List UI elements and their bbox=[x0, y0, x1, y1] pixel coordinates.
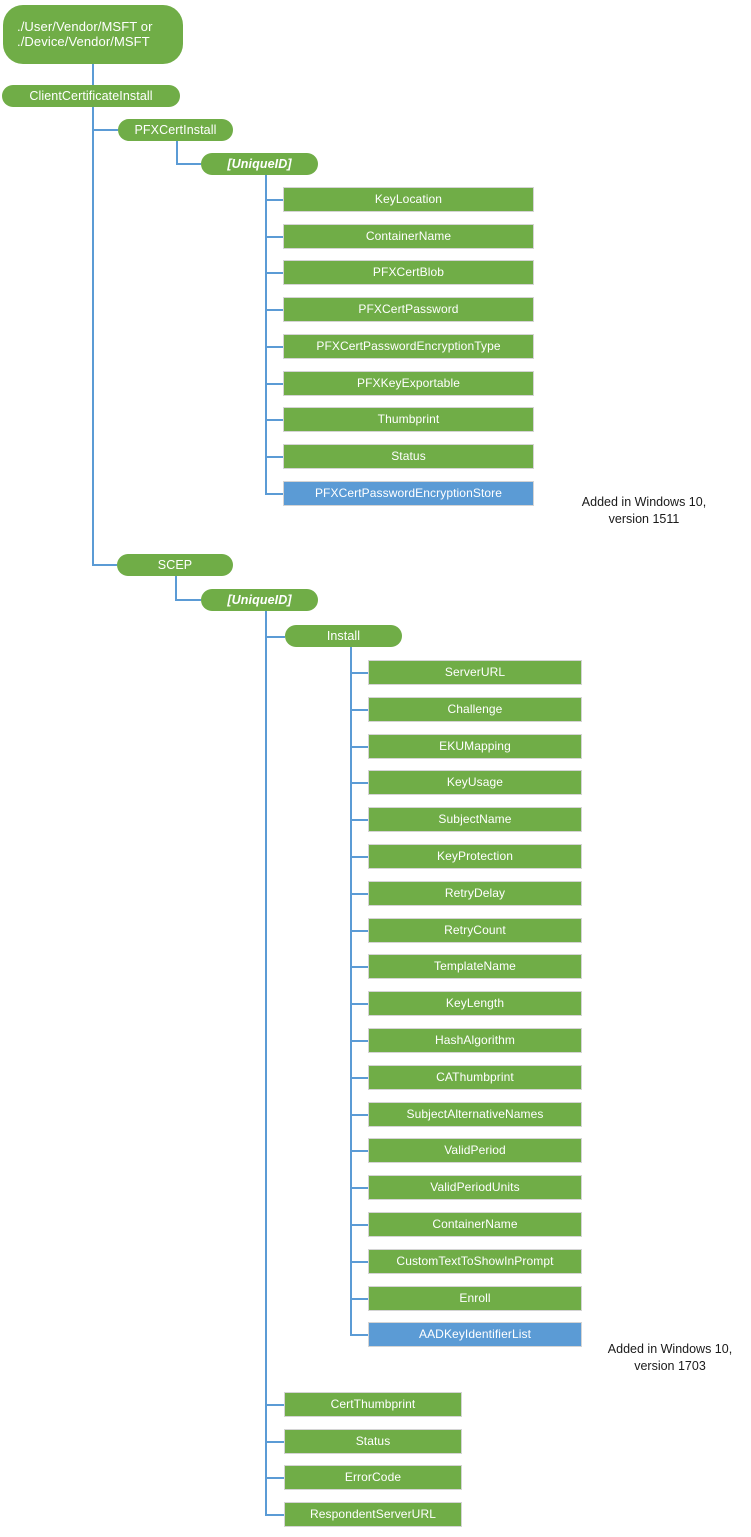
node-root-path: ./User/Vendor/MSFT or./Device/Vendor/MSF… bbox=[3, 5, 183, 64]
connector-scep-to-uid-h bbox=[175, 599, 201, 601]
leaf-scep-install-validperiod[interactable]: ValidPeriod bbox=[368, 1138, 582, 1163]
leaf-scep-install-challenge[interactable]: Challenge bbox=[368, 697, 582, 722]
leaf-scep-install-aadkeyidentifierlist[interactable]: AADKeyIdentifierList bbox=[368, 1322, 582, 1347]
connector-pfx-leaf-7 bbox=[265, 456, 283, 458]
connector-pfx-leaf-1 bbox=[265, 236, 283, 238]
leaf-scep-install-subjectalternativenames[interactable]: SubjectAlternativeNames bbox=[368, 1102, 582, 1127]
connector-scep-install-leaf-14 bbox=[350, 1187, 368, 1189]
leaf-pfx-pfxcertpassword[interactable]: PFXCertPassword bbox=[283, 297, 534, 322]
connector-scep-install-leaf-3 bbox=[350, 782, 368, 784]
connector-cci-to-scep bbox=[92, 564, 117, 566]
connector-scep-install-leaf-6 bbox=[350, 893, 368, 895]
leaf-scep-install-enroll[interactable]: Enroll bbox=[368, 1286, 582, 1311]
leaf-scep-install-serverurl[interactable]: ServerURL bbox=[368, 660, 582, 685]
connector-pfx-leaf-2 bbox=[265, 272, 283, 274]
connector-scep-install-leaf-7 bbox=[350, 930, 368, 932]
root-path-line-2: ./Device/Vendor/MSFT bbox=[17, 33, 150, 49]
connector-scep-install-leaf-18 bbox=[350, 1334, 368, 1336]
connector-scep-install-leaf-13 bbox=[350, 1150, 368, 1152]
connector-scep-install-leaf-1 bbox=[350, 709, 368, 711]
connector-scep-install-leaf-11 bbox=[350, 1077, 368, 1079]
leaf-scep-install-validperiodunits[interactable]: ValidPeriodUnits bbox=[368, 1175, 582, 1200]
connector-scep-install-leaf-9 bbox=[350, 1003, 368, 1005]
connector-scep-install-leaf-8 bbox=[350, 966, 368, 968]
connector-pfx-leaf-3 bbox=[265, 309, 283, 311]
leaf-scep-install-templatename[interactable]: TemplateName bbox=[368, 954, 582, 979]
leaf-scep-errorcode[interactable]: ErrorCode bbox=[284, 1465, 462, 1490]
node-scep-install[interactable]: Install bbox=[285, 625, 402, 647]
leaf-scep-install-containername[interactable]: ContainerName bbox=[368, 1212, 582, 1237]
node-pfx-cert-install[interactable]: PFXCertInstall bbox=[118, 119, 233, 141]
root-path-line-1: ./User/Vendor/MSFT or bbox=[17, 18, 153, 34]
connector-scep-install-leaf-17 bbox=[350, 1298, 368, 1300]
connector-pfx-leaf-5 bbox=[265, 383, 283, 385]
connector-scep-uid-to-install bbox=[265, 636, 285, 638]
connector-scep-install-leaf-16 bbox=[350, 1261, 368, 1263]
connector-scep-install-leaf-10 bbox=[350, 1040, 368, 1042]
connector-scep-unique-id-stem bbox=[265, 611, 267, 1515]
connector-scep-install-leaf-4 bbox=[350, 819, 368, 821]
connector-root-to-cci bbox=[92, 64, 94, 85]
leaf-pfx-status[interactable]: Status bbox=[283, 444, 534, 469]
leaf-scep-install-retrydelay[interactable]: RetryDelay bbox=[368, 881, 582, 906]
leaf-pfx-keylocation[interactable]: KeyLocation bbox=[283, 187, 534, 212]
annotation-scep-added-note: Added in Windows 10, version 1703 bbox=[607, 1342, 733, 1373]
leaf-pfx-pfxcertblob[interactable]: PFXCertBlob bbox=[283, 260, 534, 285]
leaf-scep-respondentserverurl[interactable]: RespondentServerURL bbox=[284, 1502, 462, 1527]
leaf-scep-install-subjectname[interactable]: SubjectName bbox=[368, 807, 582, 832]
connector-scep-leaf-0 bbox=[265, 1404, 284, 1406]
leaf-pfx-thumbprint[interactable]: Thumbprint bbox=[283, 407, 534, 432]
leaf-scep-install-keyusage[interactable]: KeyUsage bbox=[368, 770, 582, 795]
connector-scep-leaf-2 bbox=[265, 1477, 284, 1479]
annotation-pfx-added-note: Added in Windows 10, version 1511 bbox=[581, 495, 707, 526]
connector-pfx-leaf-6 bbox=[265, 419, 283, 421]
connector-scep-install-leaf-12 bbox=[350, 1114, 368, 1116]
leaf-pfx-pfxcertpasswordencryptionstore[interactable]: PFXCertPasswordEncryptionStore bbox=[283, 481, 534, 506]
connector-cci-to-pfx bbox=[92, 129, 118, 131]
leaf-pfx-containername[interactable]: ContainerName bbox=[283, 224, 534, 249]
connector-pfx-to-uid-v bbox=[176, 141, 178, 164]
connector-pfx-to-uid-h bbox=[176, 163, 201, 165]
connector-scep-install-leaf-2 bbox=[350, 746, 368, 748]
connector-scep-leaf-1 bbox=[265, 1441, 284, 1443]
connector-scep-install-leaf-0 bbox=[350, 672, 368, 674]
leaf-scep-install-cathumbprint[interactable]: CAThumbprint bbox=[368, 1065, 582, 1090]
connector-scep-leaf-3 bbox=[265, 1514, 284, 1516]
leaf-scep-install-keyprotection[interactable]: KeyProtection bbox=[368, 844, 582, 869]
connector-scep-install-leaf-5 bbox=[350, 856, 368, 858]
leaf-scep-certthumbprint[interactable]: CertThumbprint bbox=[284, 1392, 462, 1417]
leaf-scep-status[interactable]: Status bbox=[284, 1429, 462, 1454]
connector-pfx-stem bbox=[265, 175, 267, 494]
leaf-scep-install-hashalgorithm[interactable]: HashAlgorithm bbox=[368, 1028, 582, 1053]
node-scep-unique-id[interactable]: [UniqueID] bbox=[201, 589, 318, 611]
leaf-pfx-pfxkeyexportable[interactable]: PFXKeyExportable bbox=[283, 371, 534, 396]
connector-scep-install-stem bbox=[350, 647, 352, 1335]
connector-cci-stem bbox=[92, 107, 94, 566]
leaf-scep-install-retrycount[interactable]: RetryCount bbox=[368, 918, 582, 943]
leaf-pfx-pfxcertpasswordencryptiontype[interactable]: PFXCertPasswordEncryptionType bbox=[283, 334, 534, 359]
connector-scep-install-leaf-15 bbox=[350, 1224, 368, 1226]
leaf-scep-install-customtexttoshowinprompt[interactable]: CustomTextToShowInPrompt bbox=[368, 1249, 582, 1274]
node-pfx-unique-id[interactable]: [UniqueID] bbox=[201, 153, 318, 175]
connector-scep-to-uid-v bbox=[175, 576, 177, 600]
node-scep[interactable]: SCEP bbox=[117, 554, 233, 576]
connector-pfx-leaf-0 bbox=[265, 199, 283, 201]
connector-pfx-leaf-4 bbox=[265, 346, 283, 348]
leaf-scep-install-keylength[interactable]: KeyLength bbox=[368, 991, 582, 1016]
leaf-scep-install-ekumapping[interactable]: EKUMapping bbox=[368, 734, 582, 759]
node-client-certificate-install[interactable]: ClientCertificateInstall bbox=[2, 85, 180, 107]
connector-pfx-leaf-8 bbox=[265, 493, 283, 495]
